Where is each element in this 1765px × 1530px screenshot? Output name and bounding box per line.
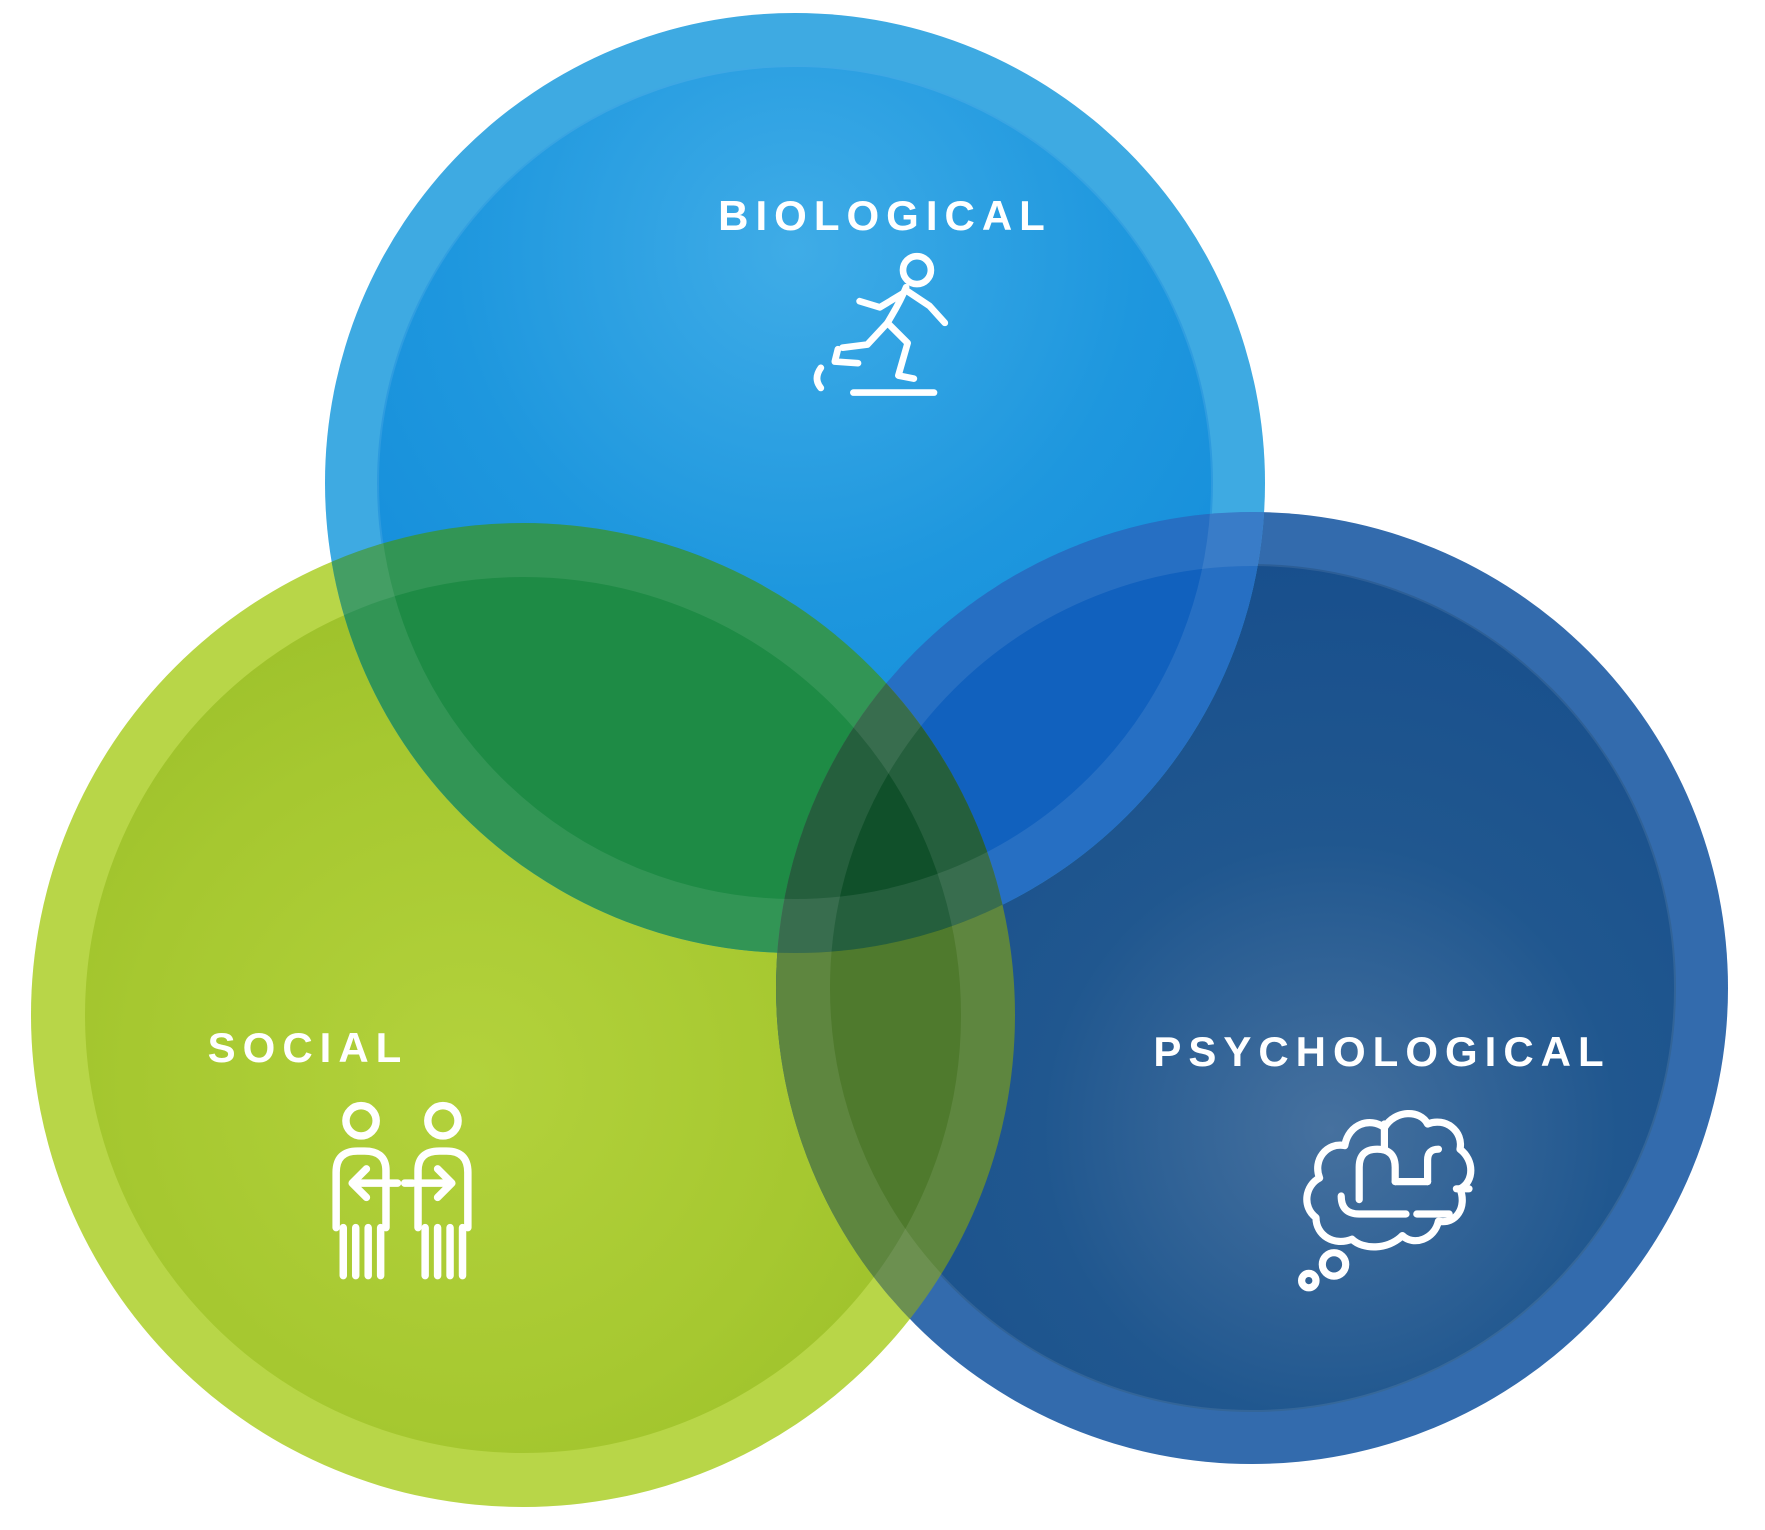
psychological-rim-band [776,512,1728,1464]
runner-icon [813,252,949,396]
people-exchange-icon [332,1101,472,1280]
psychological-label: PSYCHOLOGICAL [1153,1028,1610,1075]
social-label: SOCIAL [208,1024,409,1071]
overlap-biological-psychological [776,512,1265,953]
brain-thought-bubble-icon [1298,1110,1475,1292]
biological-label: BIOLOGICAL [718,192,1052,239]
social-rim-band [31,523,1015,1507]
biological-rim-band [325,13,1265,953]
overlap-biological-social [325,523,1015,953]
